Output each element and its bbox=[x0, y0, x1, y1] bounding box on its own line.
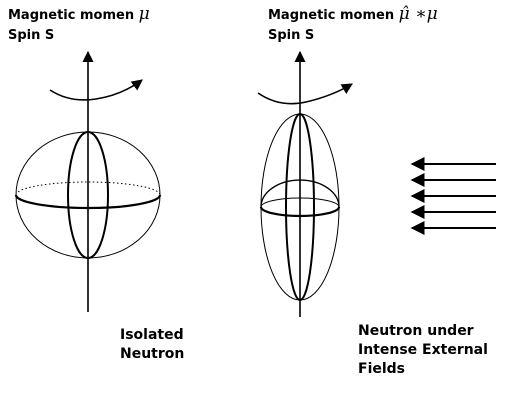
right-moment-symbol: μ̂ ∗μ bbox=[398, 4, 438, 24]
sphere-equator-front bbox=[14, 194, 162, 210]
rotation-arrow-left bbox=[49, 79, 143, 101]
caption-line: Neutron bbox=[120, 346, 185, 362]
left-moment-text: Magnetic momen bbox=[8, 8, 135, 23]
right-spin-label: Spin S bbox=[268, 28, 315, 43]
sphere-meridian bbox=[67, 131, 109, 259]
right-moment-text: Magnetic momen bbox=[268, 8, 395, 23]
right-moment-label: Magnetic momen μ̂ ∗μ bbox=[268, 4, 438, 24]
caption-line: Isolated bbox=[120, 327, 184, 343]
caption-line: Fields bbox=[358, 361, 406, 377]
ellipsoid-meridian bbox=[285, 113, 315, 301]
external-fields-caption: Neutron under Intense External Fields bbox=[358, 322, 488, 379]
external-field-arrows bbox=[410, 157, 496, 235]
isolated-neutron-figure bbox=[14, 50, 162, 312]
left-moment-symbol: μ bbox=[138, 4, 150, 24]
caption-line: Intense External bbox=[358, 342, 488, 358]
caption-line: Neutron under bbox=[358, 323, 474, 339]
left-moment-label: Magnetic momen μ bbox=[8, 4, 150, 24]
ellipsoid-equator-front bbox=[259, 206, 341, 218]
left-spin-label: Spin S bbox=[8, 28, 55, 43]
rotation-arrow-right bbox=[257, 83, 353, 105]
isolated-neutron-caption: Isolated Neutron bbox=[120, 326, 184, 364]
ellipsoid-equator-back bbox=[260, 197, 340, 208]
deformed-neutron-figure bbox=[257, 50, 353, 317]
ellipsoid-lower-dome bbox=[260, 179, 340, 208]
